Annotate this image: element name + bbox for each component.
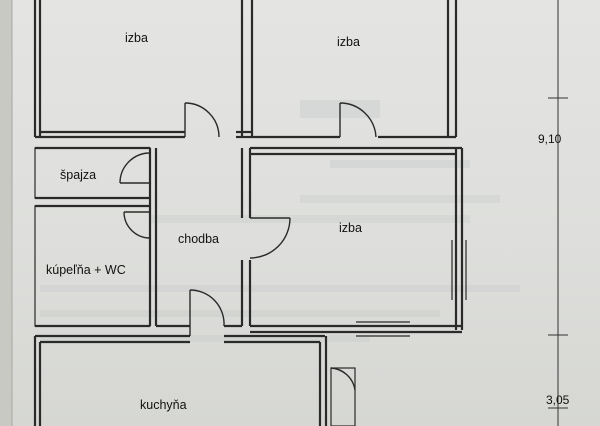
room-label-izba-top-right: izba (337, 35, 360, 49)
binder-edge (0, 0, 12, 426)
room-label-spajza: špajza (60, 168, 96, 182)
room-label-chodba: chodba (178, 232, 219, 246)
room-label-izba-top-left: izba (125, 31, 148, 45)
room-label-kuchyna: kuchyňa (140, 398, 187, 412)
room-label-izba-middle: izba (339, 221, 362, 235)
dimension-line (548, 0, 568, 426)
doors (119, 102, 377, 426)
dimension-label-upper: 9,10 (538, 132, 562, 146)
walls (33, 0, 467, 426)
room-label-kupelna: kúpeľňa + WC (46, 263, 126, 277)
dimension-label-lower: 3,05 (546, 393, 570, 407)
